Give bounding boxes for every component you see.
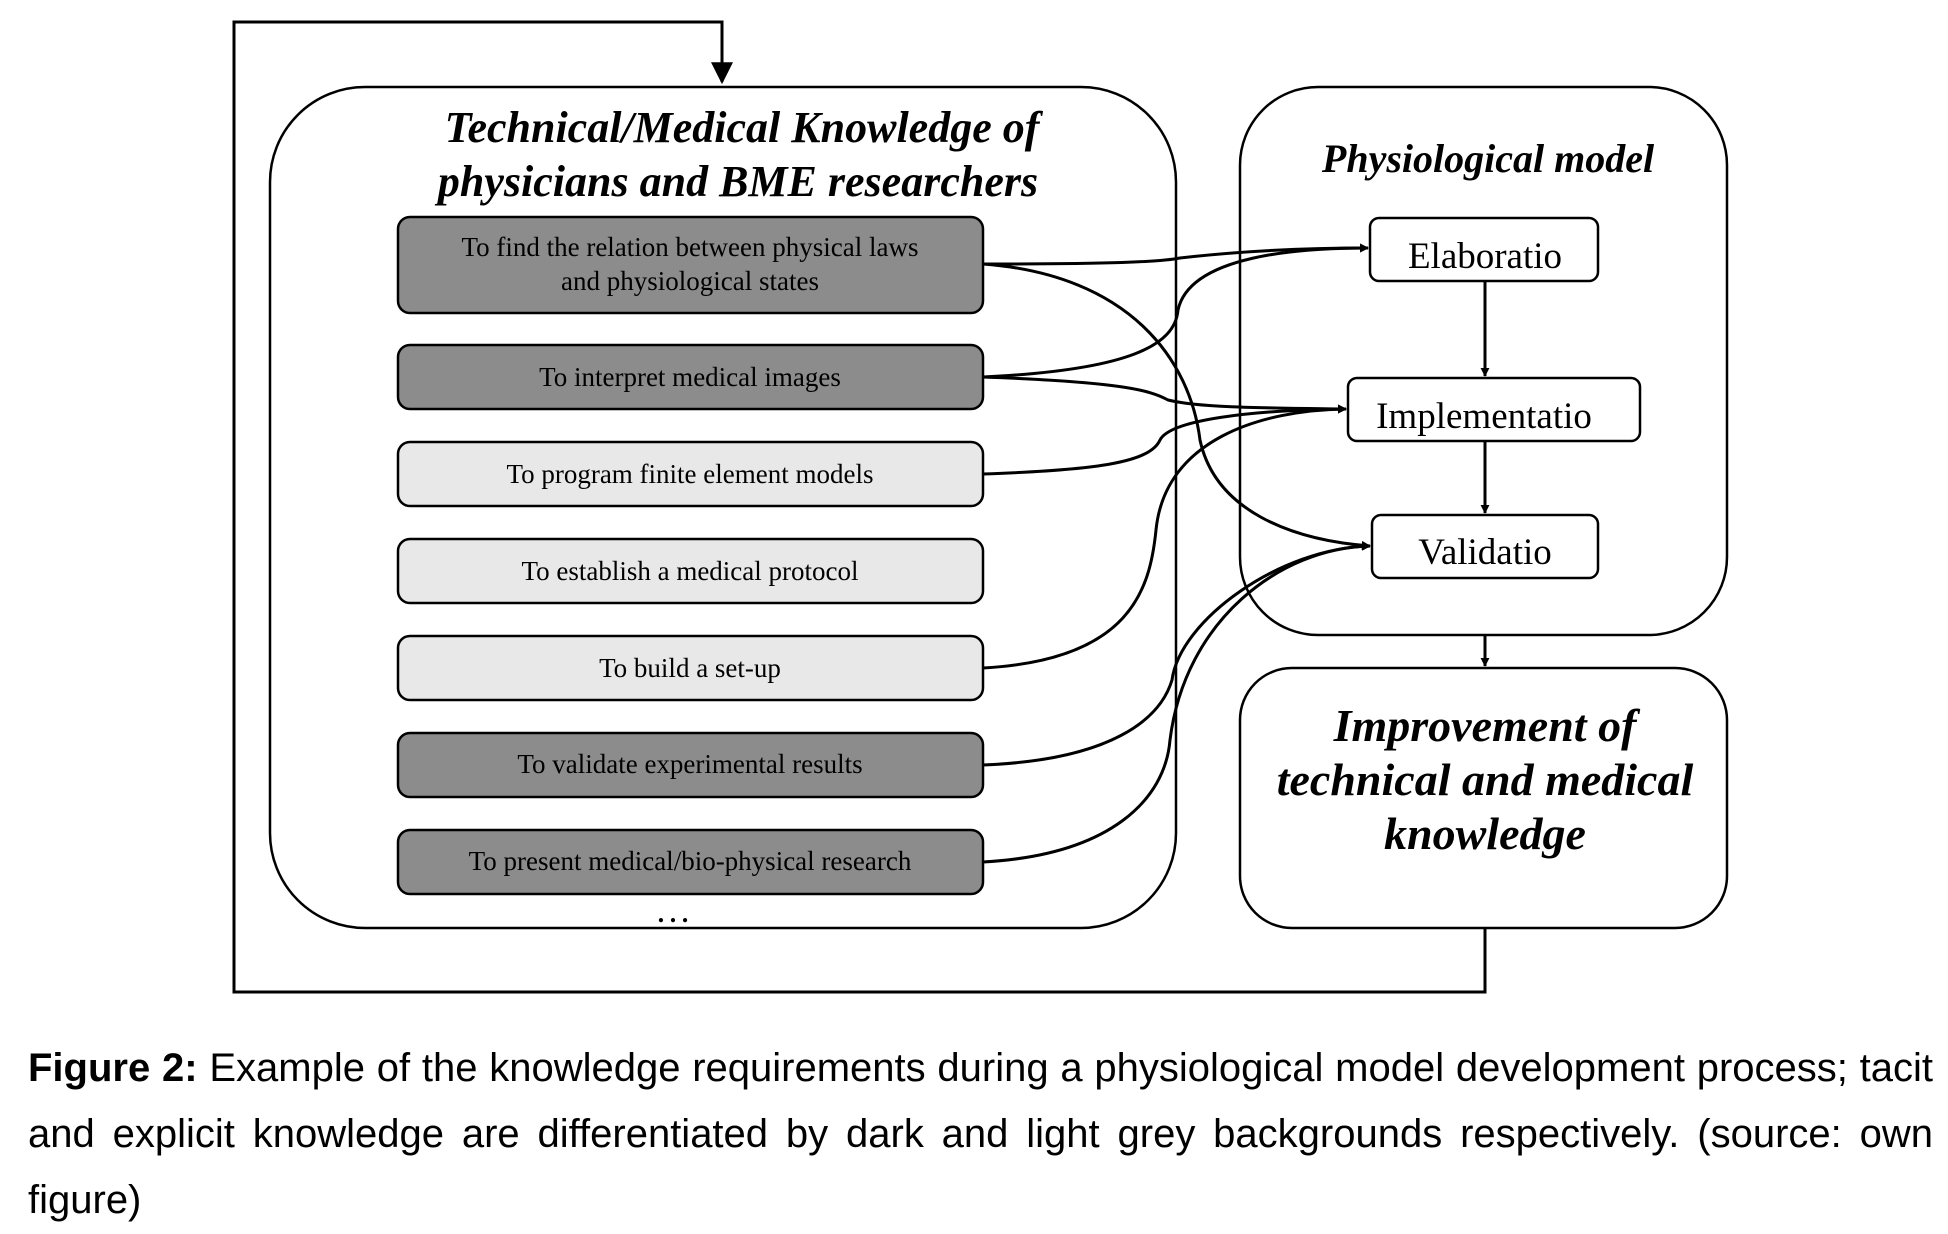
item-label: To interpret medical images	[539, 362, 841, 392]
connector-finite-to-implementation	[982, 404, 1347, 476]
feedback-loop-line	[232, 20, 1487, 994]
item-label: To present medical/bio-physical research	[469, 846, 912, 876]
connector-relation-to-validation	[982, 262, 1371, 550]
knowledge-title-line2: physicians and BME researchers	[434, 157, 1038, 206]
item-label: To validate experimental results	[517, 749, 862, 779]
knowledge-item: To build a set-up	[396, 634, 985, 702]
step-elaboration-label: Elaboratio	[1408, 236, 1562, 277]
figure-caption: Figure 2: Example of the knowledge requi…	[28, 1035, 1933, 1233]
improvement-line3: knowledge	[1384, 808, 1586, 859]
connector-images-to-implementation	[982, 375, 1347, 414]
step-implementation-box	[1346, 376, 1642, 443]
caption-label: Figure 2:	[28, 1046, 198, 1090]
step-validation-label: Validatio	[1418, 532, 1552, 573]
connector-present-to-validation	[982, 541, 1371, 864]
knowledge-item: To find the relation between physical la…	[396, 215, 985, 315]
step-implementation-label: Implementatio	[1376, 396, 1592, 437]
knowledge-container	[268, 85, 1178, 930]
knowledge-item: To program finite element models	[396, 440, 985, 508]
item-box	[396, 537, 985, 605]
knowledge-item: To interpret medical images	[396, 343, 985, 411]
caption-text: Example of the knowledge requirements du…	[28, 1046, 1933, 1222]
item-label: To build a set-up	[599, 653, 781, 683]
knowledge-item: To establish a medical protocol	[396, 537, 985, 605]
item-label-line1: To find the relation between physical la…	[462, 232, 919, 262]
connector-images-to-elaboration	[982, 243, 1369, 379]
improvement-line1: Improvement of	[1333, 700, 1641, 751]
item-label: To establish a medical protocol	[521, 556, 858, 586]
connector-validate-to-validation	[982, 541, 1371, 767]
improvement-container	[1238, 666, 1729, 930]
knowledge-item: To present medical/bio-physical research	[396, 828, 985, 896]
knowledge-item: To validate experimental results	[396, 731, 985, 799]
item-label-line2: and physiological states	[561, 266, 819, 296]
physiological-model-title: Physiological model	[1321, 136, 1655, 181]
more-items-ellipsis: …	[655, 890, 691, 930]
step-validation-box	[1370, 513, 1600, 580]
connector-setup-to-implementation	[982, 404, 1347, 670]
item-label: To program finite element models	[506, 459, 873, 489]
knowledge-title-line1: Technical/Medical Knowledge of	[445, 103, 1044, 152]
improvement-line2: technical and medical	[1277, 754, 1694, 805]
